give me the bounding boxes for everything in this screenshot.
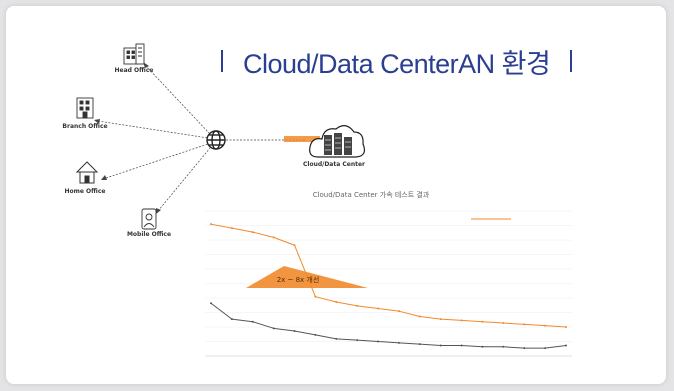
series-point-0 xyxy=(356,304,359,307)
network-diagram: Head Office Branch Office Home Office Mo… xyxy=(62,43,572,357)
series-point-1 xyxy=(314,333,317,336)
improvement-callout-label: 2x ~ 8x 개선 xyxy=(277,275,320,284)
series-point-1 xyxy=(251,320,254,323)
improvement-callout-shape xyxy=(246,266,368,288)
arrowhead-branch xyxy=(94,119,100,124)
chart-plot xyxy=(210,223,567,350)
series-point-1 xyxy=(293,329,296,332)
series-line-1 xyxy=(210,302,567,349)
mobile-office-label: Mobile Office xyxy=(127,231,171,238)
arrowhead-head xyxy=(143,62,149,68)
series-point-0 xyxy=(460,319,463,322)
connectors xyxy=(97,65,306,212)
title-bar-right xyxy=(570,50,573,72)
series-point-1 xyxy=(335,337,338,340)
series-point-1 xyxy=(397,341,400,344)
connector-mobile xyxy=(157,147,211,212)
globe-icon xyxy=(206,130,226,150)
chart-title: Cloud/Data Center 가속 테스트 결과 xyxy=(313,190,430,199)
series-point-0 xyxy=(293,244,296,247)
branch-office-icon xyxy=(76,97,94,119)
series-point-0 xyxy=(210,223,212,226)
title-text: Cloud/Data CenterAN 환경 xyxy=(243,48,551,79)
series-point-0 xyxy=(272,236,275,239)
series-point-0 xyxy=(314,295,317,298)
series-line-0 xyxy=(210,223,567,328)
acceleration-chart: Cloud/Data Center 가속 테스트 결과 2x ~ 8x 개선 xyxy=(205,190,572,357)
series-point-1 xyxy=(523,347,526,350)
home-office-icon xyxy=(75,161,99,184)
arrowhead-home xyxy=(101,175,107,180)
home-office-label: Home Office xyxy=(65,188,106,195)
mobile-office-icon xyxy=(141,208,157,230)
branch-office-label: Branch Office xyxy=(62,123,107,130)
title-bar-left xyxy=(221,50,223,72)
series-point-1 xyxy=(502,345,505,348)
series-point-1 xyxy=(230,318,233,321)
series-point-0 xyxy=(335,300,338,303)
series-point-0 xyxy=(565,326,567,328)
series-point-0 xyxy=(397,310,400,313)
series-point-1 xyxy=(460,344,463,347)
series-point-1 xyxy=(418,343,421,346)
arrowheads xyxy=(94,62,161,214)
slide: Cloud/Data CenterAN 환경 xyxy=(6,6,666,384)
series-point-0 xyxy=(481,320,484,323)
series-point-0 xyxy=(230,227,233,230)
series-point-0 xyxy=(251,231,254,234)
series-point-1 xyxy=(356,339,359,342)
series-point-0 xyxy=(523,323,526,326)
series-point-1 xyxy=(481,345,484,348)
series-point-1 xyxy=(439,344,442,347)
slide-title: Cloud/Data CenterAN 환경 xyxy=(221,36,592,86)
connector-home xyxy=(105,143,209,179)
series-point-1 xyxy=(565,344,567,347)
cloud-datacenter-icon xyxy=(284,125,366,158)
head-office-icon xyxy=(123,43,145,65)
head-office-label: Head Office xyxy=(115,67,154,74)
series-point-1 xyxy=(210,302,212,305)
series-point-0 xyxy=(544,324,547,327)
series-point-0 xyxy=(377,307,380,310)
series-point-1 xyxy=(272,327,275,330)
cloud-datacenter-label: Cloud/Data Center xyxy=(303,161,365,168)
series-point-0 xyxy=(502,322,505,325)
chart-grid xyxy=(205,210,572,357)
series-point-0 xyxy=(418,315,421,318)
series-point-1 xyxy=(544,347,547,350)
connector-head xyxy=(145,65,210,134)
accel-tag xyxy=(284,136,320,142)
arrowhead-mobile xyxy=(156,208,161,214)
series-point-0 xyxy=(439,318,442,321)
series-point-1 xyxy=(377,340,380,343)
connector-branch xyxy=(97,120,209,139)
